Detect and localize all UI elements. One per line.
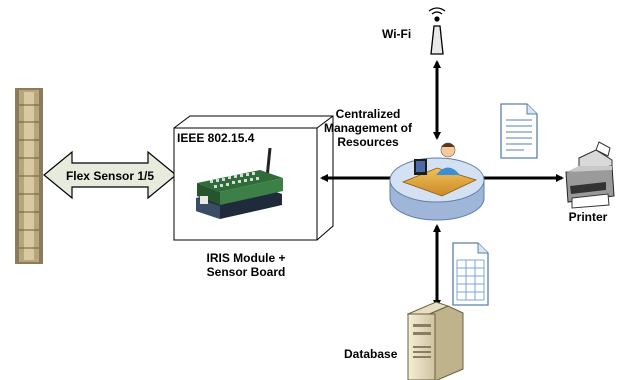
iris-board-icon <box>196 147 283 219</box>
iris-caption-line1: IRIS Module + <box>206 251 285 265</box>
printer-label: Printer <box>569 210 608 224</box>
operator-desk-icon <box>401 142 478 197</box>
database-label: Database <box>344 347 398 361</box>
wifi-label: Wi-Fi <box>382 27 411 41</box>
iris-module-box: IEEE 802.15.4 <box>173 115 334 241</box>
server-tower-icon <box>406 301 464 380</box>
printer-icon <box>565 141 615 209</box>
central-management-node <box>389 142 485 221</box>
wifi-antenna-icon <box>428 7 446 55</box>
document-icon <box>500 103 538 159</box>
central-label-line1: Centralized <box>336 107 401 121</box>
ieee-label: IEEE 802.15.4 <box>177 131 255 145</box>
central-label-line3: Resources <box>337 135 399 149</box>
flex-sensor-double-arrow: Flex Sensor 1/5 <box>43 150 177 200</box>
central-label-line2: Management of <box>324 121 413 135</box>
flex-sensor-strip-icon <box>15 88 43 264</box>
spreadsheet-icon <box>452 242 489 306</box>
flex-sensor-label: Flex Sensor 1/5 <box>66 169 154 183</box>
iris-caption-line2: Sensor Board <box>207 265 286 279</box>
